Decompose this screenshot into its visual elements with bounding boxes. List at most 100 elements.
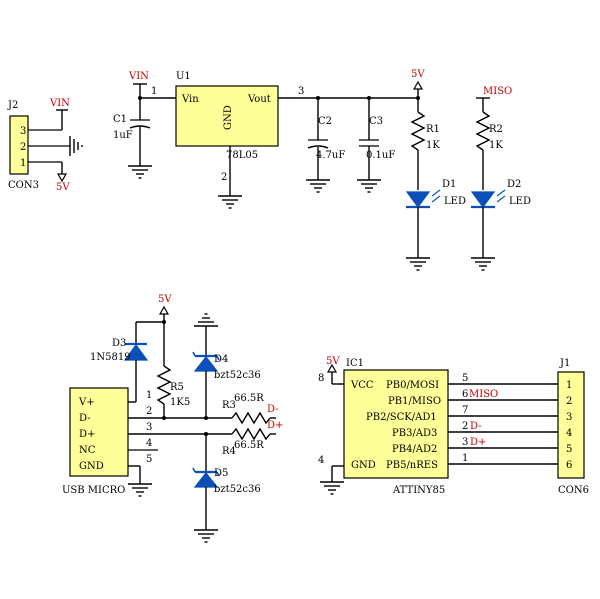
resistor-r1: 5V R1 1K [410,69,440,190]
r1-ref: R1 [426,124,440,135]
ic1-body [343,369,449,479]
d1-ref: D1 [442,179,456,190]
ic1-dminus-net: D- [470,421,482,432]
d3-ref: D3 [112,338,126,349]
capacitor-c3: C3 0.1uF [356,96,395,193]
ic1-vcc-pin: 8 [318,373,324,384]
j2-name: CON3 [8,180,39,191]
usb-pin-label: GND [79,461,104,472]
ic1-pin-name: PB3/AD3 [392,428,437,439]
usb-pin-number: 1 [146,390,152,401]
r1-value: 1K [426,140,440,151]
usb-connector: V+ D- D+ NC GND 1 2 3 4 5 USB MICRO [62,387,232,497]
usb-pin-label: NC [79,445,96,456]
r5-ref: R5 [170,382,184,393]
j2-pin-label: 2 [20,142,26,153]
j1-pin-label: 5 [566,444,572,455]
usb-5v-net: 5V [158,294,172,305]
usb-pin-label: D+ [79,429,95,440]
r2-ref: R2 [489,124,503,135]
regulator-u1: VIN 1 U1 Vin Vout GND 78L05 2 3 [128,71,418,209]
j2-pin-label: 3 [20,126,26,137]
resistor-r3: R3 66.5R D- [222,393,279,425]
u1-pin2: 2 [221,172,227,183]
usb-pin-number: 5 [146,454,152,465]
j1-pin-label: 6 [566,460,572,471]
j1-ref: J1 [559,358,570,369]
j1-pin-label: 4 [566,428,572,439]
r4-value: 66.5R [234,440,264,451]
usb-pin-number: 2 [146,406,152,417]
u1-body [175,85,279,147]
usb-pin-number: 4 [146,438,152,449]
j1-name: CON6 [558,485,589,496]
resistor-r2: MISO R2 1K [475,86,512,190]
c2-ref: C2 [318,116,332,127]
j1-pin-label: 3 [566,412,572,423]
usb-dminus-net: D- [267,404,279,415]
d1-label: LED [444,196,466,207]
led-d2: D2 LED [470,179,531,271]
ic1-pin-name: PB4/AD2 [392,444,437,455]
u1-gnd-label: GND [223,105,234,130]
j2-5v-net: 5V [56,182,70,193]
connector-j1: J1 1 2 3 4 5 6 CON6 [557,358,589,496]
j2-vin-net: VIN [49,98,70,109]
c1-value: 1uF [113,130,133,141]
d2-label: LED [509,196,531,207]
capacitor-c2: C2 4.7uF [305,96,345,193]
ic1-pin-number: 6 [462,389,468,400]
c2-value: 4.7uF [316,150,345,161]
r1-5v-net: 5V [411,69,425,80]
d3-part: 1N5819 [90,352,131,363]
c3-ref: C3 [369,116,383,127]
d2-ref: D2 [507,179,521,190]
r4-ref: R4 [222,446,236,457]
usb-pin-label: D- [79,413,91,424]
u1-ref: U1 [176,71,191,82]
capacitor-c1: C1 1uF [113,98,153,179]
ic1-pin-number: 1 [462,453,468,464]
ic1-pin-number: 3 [462,437,468,448]
ic1-pin-number: 7 [462,405,468,416]
zener-d4: D4 bzt52c36 [192,313,261,418]
j2-ref: J2 [7,100,18,111]
ic1-part: ATTINY85 [392,485,445,496]
ic1-ref: IC1 [346,358,364,369]
r2-value: 1K [489,140,503,151]
r3-value: 66.5R [234,393,264,404]
ic1-5v-net: 5V [326,356,340,367]
d5-part: bzt52c36 [214,484,261,495]
j2-pin-label: 1 [20,158,26,169]
ic1-pin-name: PB1/MISO [388,396,441,407]
ic1-pin-number: 5 [462,373,468,384]
ic1-pin-name: PB0/MOSI [386,380,439,391]
connector-j2: J2 3 2 1 CON3 VIN 5V [7,98,83,193]
ic1-dplus-net: D+ [470,437,486,448]
microcontroller-ic1: IC1 ATTINY85 VCC GND 5V 8 4 PB0/MOSI PB1… [318,356,558,496]
c3-value: 0.1uF [366,150,395,161]
ic1-gnd-pin: 4 [318,455,324,466]
u1-pin3: 3 [298,86,304,97]
ic1-miso-net: MISO [469,389,498,400]
u1-part: 78L05 [226,150,258,161]
usb-name: USB MICRO [62,485,125,496]
ic1-gnd-label: GND [351,460,376,471]
usb-pin-number: 3 [146,422,152,433]
resistor-r4: R4 66.5R D+ [222,420,283,457]
d5-ref: D5 [214,468,228,479]
ic1-pin-name: PB2/SCK/AD1 [366,412,437,423]
d4-part: bzt52c36 [214,370,261,381]
u1-vin-label: Vin [181,94,199,105]
j1-pin-label: 1 [566,380,572,391]
r2-miso-net: MISO [483,86,512,97]
ic1-pin-name: PB5/nRES [386,460,438,471]
r3-ref: R3 [222,400,236,411]
diode-d3: D3 1N5819 [90,321,164,402]
resistor-r5: 5V R5 1K5 [156,294,190,418]
ic1-pin-number: 2 [462,421,468,432]
j1-pin-label: 2 [566,396,572,407]
u1-vin-net: VIN [128,71,149,82]
usb-pin-label: V+ [78,397,95,408]
u1-pin1: 1 [151,86,157,97]
